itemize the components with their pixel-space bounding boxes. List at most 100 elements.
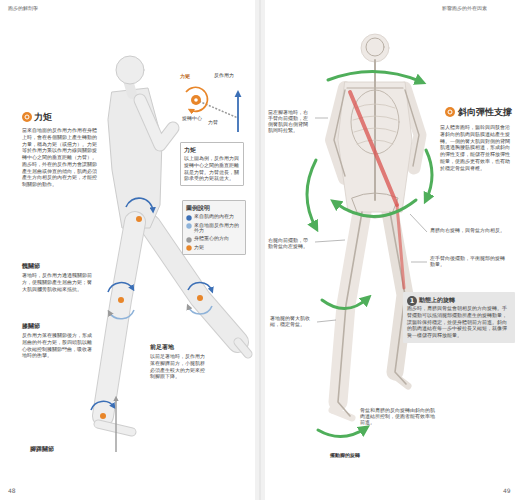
legend-text: 來自地面反作用力的外力 (194, 223, 242, 235)
box-heading: 力矩 (184, 146, 240, 154)
moment-diagram (186, 87, 238, 132)
callout-number: 1 (407, 296, 417, 306)
text-label: 骨盆和肩膀的反向旋轉由斜向的肌肉連結所控制，使跑者能有效率地前進。 (360, 408, 438, 426)
art-shape (317, 320, 336, 322)
art-shape (350, 92, 397, 205)
art-shape (315, 240, 345, 242)
art-shape (322, 298, 368, 309)
art-shape (136, 216, 142, 222)
section-heading: 腳踝關節 (30, 446, 54, 453)
text-label: 右腿向前擺動，帶動骨盆向左旋轉。 (268, 238, 312, 250)
legend-row: 力矩 (186, 245, 242, 252)
art-shape (374, 60, 376, 200)
art-shape (448, 110, 452, 114)
art-shape (361, 34, 389, 62)
art-shape (445, 107, 455, 117)
box-heading: 圖例說明 (186, 204, 242, 212)
art-shape (237, 93, 239, 132)
text-label: 48 (8, 487, 16, 495)
art-shape (328, 71, 422, 82)
caption-box: 力矩以上圖為例，反作用力與旋轉中心之間的垂直距離就是力臂。力臂愈長，關節承受的力… (180, 142, 244, 186)
art-shape (140, 100, 173, 145)
text-label: 旋轉中心 (182, 116, 202, 122)
art-shape (25, 115, 29, 119)
art-shape (351, 90, 399, 154)
art-shape (98, 424, 132, 432)
legend-swatch (186, 215, 192, 221)
skeleton-figure (332, 34, 420, 418)
section-heading: 力矩 (34, 111, 52, 123)
text-label: 以前足著地時，反作用力落在腳踝前方，小腿肌群必須產生較大的力矩來控制腳跟下降。 (150, 353, 205, 380)
section-heading: 斜向彈性支撐 (458, 106, 512, 118)
art-shape (186, 87, 207, 111)
box-body: 跑步時，肩膀與骨盆會朝相反的方向旋轉。手臂擺動可以抵消腿部擺動所產生的旋轉動量，… (407, 305, 511, 339)
legend-box: 圖例說明來自肌肉的內在力來自地面反作用力的外力身體重心的方向力矩 (182, 200, 246, 255)
art-shape (238, 342, 248, 354)
art-shape (140, 100, 173, 145)
runner-figure (98, 56, 248, 432)
section-heading: 擺動腳的旋轉 (330, 452, 360, 459)
art-shape (100, 413, 106, 419)
legend-row: 來自地面反作用力的外力 (186, 223, 242, 235)
art-shape (411, 262, 427, 263)
art-shape (118, 297, 124, 303)
art-shape (91, 401, 114, 410)
section-heading: 膝關節 (22, 322, 40, 330)
text-label: 著地時，反作用力通過髖關節前方，使髖關節產生屈曲力矩；臀大肌與膕旁肌收縮來抵抗。 (22, 272, 92, 292)
info-box: 動態上的旋轉跑步時，肩膀與骨盆會朝相反的方向旋轉。手臂擺動可以抵消腿部擺動所產生… (403, 292, 515, 343)
text-label: 當來自地面的反作用力作用在身體上時，會在各個關節上產生轉動的力量，稱為力矩（或扭… (22, 127, 100, 188)
legend-text: 來自肌肉的內在力 (194, 214, 234, 220)
text-label: 反作用力落在膝關節後方，形成屈曲的外在力矩，股四頭肌以離心收縮控制膝關節彎曲，吸… (22, 332, 92, 359)
art-shape (188, 282, 212, 291)
art-shape (405, 90, 419, 166)
number-text: 1 (407, 296, 417, 306)
art-shape (98, 424, 132, 432)
art-shape (109, 310, 134, 319)
text-label: 當左腳著地時，右手臂向前擺動，左側臀肌與右側背闊肌同時拉緊。 (268, 110, 312, 134)
text-label: 肩膀向右旋轉，與骨盆方向相反。 (430, 228, 508, 234)
text-label: 力臂 (208, 119, 218, 126)
art-shape (191, 95, 201, 105)
legend-swatch (186, 237, 192, 243)
art-shape (426, 150, 432, 200)
art-shape (338, 212, 362, 416)
legend-text: 力矩 (194, 245, 204, 251)
text-label: 反作用力 (214, 72, 234, 79)
text-label: 跑步的解剖學 (8, 5, 38, 12)
legend-text: 身體重心的方向 (194, 236, 229, 242)
art-shape (366, 38, 384, 56)
text-label: 著地腿的臀大肌收縮，穩定骨盆。 (270, 316, 314, 328)
art-shape (347, 87, 403, 88)
gutter-line (260, 0, 261, 500)
text-label: 左手臂向後擺動，平衡腿部的旋轉動量。 (430, 256, 508, 268)
art-shape (108, 88, 162, 228)
art-shape (318, 428, 366, 437)
art-shape (397, 205, 404, 288)
legend-swatch (186, 223, 192, 229)
art-shape (197, 295, 203, 301)
section-heading: 髖關節 (22, 262, 40, 270)
art-shape (22, 112, 32, 122)
art-shape (307, 160, 316, 228)
art-shape (108, 283, 133, 292)
art-shape (126, 198, 153, 211)
art-shape (410, 214, 427, 232)
art-shape (188, 306, 212, 314)
art-shape (103, 222, 135, 416)
art-shape (116, 56, 144, 84)
section-heading: 前足著地 (150, 343, 174, 351)
art-shape (103, 222, 135, 416)
text-label: 影響跑步的外在因素 (442, 5, 487, 12)
box-body: 以上圖為例，反作用力與旋轉中心之間的垂直距離就是力臂。力臂愈長，關節承受的力矩就… (184, 155, 240, 182)
rotation-arrows (307, 71, 432, 436)
art-shape (194, 98, 198, 102)
art-shape (115, 398, 116, 452)
text-label: 49 (503, 487, 511, 495)
section-heading: 力矩 (180, 73, 190, 80)
legend-row: 身體重心的方向 (186, 236, 242, 243)
art-shape (315, 118, 328, 119)
art-shape (238, 342, 248, 354)
